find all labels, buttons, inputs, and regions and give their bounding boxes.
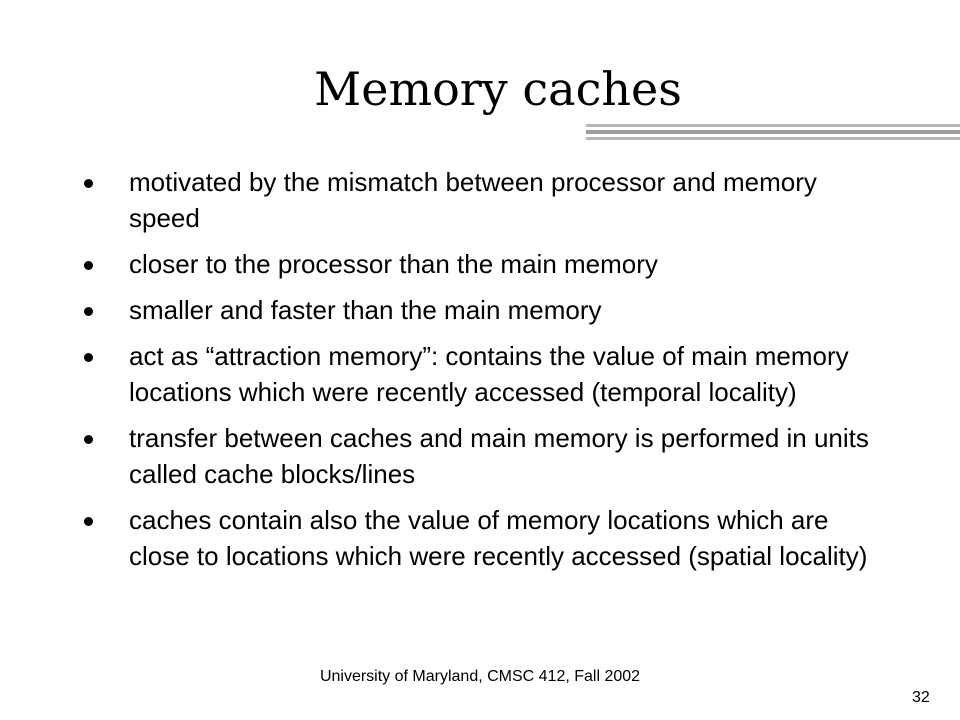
bullet-dot-icon: [84, 435, 93, 444]
bullet-text: transfer between caches and main memory …: [129, 423, 869, 489]
rule-line-middle: [586, 130, 960, 134]
bullet-item: smaller and faster than the main memory: [84, 292, 894, 328]
slide-title: Memory caches: [314, 62, 682, 116]
bullet-text: caches contain also the value of memory …: [129, 505, 868, 571]
bullet-item: motivated by the mismatch between proces…: [84, 164, 894, 236]
bullet-text: act as “attraction memory”: contains the…: [129, 341, 849, 407]
bullet-dot-icon: [84, 307, 93, 316]
bullet-text: smaller and faster than the main memory: [129, 295, 602, 325]
bullet-dot-icon: [84, 179, 93, 188]
bullet-text: closer to the processor than the main me…: [129, 249, 658, 279]
title-underline-rule: [586, 124, 960, 146]
slide-footer: University of Maryland, CMSC 412, Fall 2…: [319, 668, 641, 685]
bullet-dot-icon: [84, 261, 93, 270]
page-number: 32: [912, 689, 930, 706]
bullet-item: act as “attraction memory”: contains the…: [84, 338, 894, 410]
bullet-list: motivated by the mismatch between proces…: [84, 164, 894, 584]
bullet-item: caches contain also the value of memory …: [84, 502, 894, 574]
bullet-item: closer to the processor than the main me…: [84, 246, 894, 282]
rule-line-top: [586, 124, 960, 127]
bullet-dot-icon: [84, 517, 93, 526]
rule-line-bottom: [586, 137, 960, 140]
bullet-item: transfer between caches and main memory …: [84, 420, 894, 492]
bullet-dot-icon: [84, 353, 93, 362]
bullet-text: motivated by the mismatch between proces…: [129, 167, 817, 233]
